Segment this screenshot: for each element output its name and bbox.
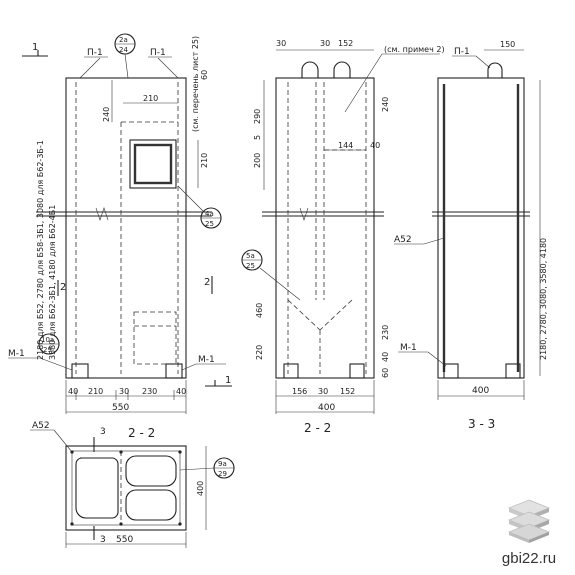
rebar-label-a52: А52 [394, 235, 412, 245]
svg-text:24: 24 [119, 46, 128, 54]
watermark: gbi22.ru [489, 496, 569, 567]
section-3-3-outline [437, 77, 525, 379]
section-2-2-view: 30 30 152 (см. примеч 2) 290 5 200 144 [241, 39, 445, 435]
section-3-3-title: 3 - 3 [468, 417, 495, 431]
svg-text:30: 30 [119, 387, 129, 396]
svg-text:9а: 9а [218, 460, 227, 468]
svg-text:152: 152 [340, 387, 355, 396]
svg-text:60: 60 [381, 368, 390, 378]
plan-rebar-dots [70, 450, 182, 526]
height-variants-1: 2180 для Б52, 2780 для Б58-3Б1, 3080 для… [36, 140, 45, 360]
svg-text:30: 30 [276, 39, 286, 48]
svg-text:4а: 4а [205, 210, 214, 218]
m1-label-left: М-1 [8, 349, 25, 359]
svg-text:29: 29 [43, 346, 52, 354]
svg-text:10а: 10а [41, 336, 54, 344]
svg-text:5а: 5а [246, 252, 255, 260]
plan-void-bottom-right [125, 489, 177, 521]
svg-text:210: 210 [200, 153, 209, 168]
svg-text:2а: 2а [119, 36, 128, 44]
svg-text:460: 460 [255, 303, 264, 318]
svg-text:240: 240 [102, 107, 111, 122]
section-3-3-view: П-1 150 А52 М-1 2180, 2780, 3080, 3580, … [394, 40, 548, 431]
svg-text:200: 200 [253, 153, 262, 168]
svg-text:152: 152 [338, 39, 353, 48]
svg-text:240: 240 [381, 97, 390, 112]
section-mark-2-right: 2 [204, 277, 210, 288]
svg-text:290: 290 [253, 109, 262, 124]
svg-text:60: 60 [200, 70, 209, 80]
svg-text:25: 25 [246, 262, 255, 270]
section-outline [275, 77, 375, 379]
svg-text:150: 150 [500, 40, 515, 49]
svg-text:230: 230 [381, 325, 390, 340]
plan-title: 2 - 2 [128, 426, 155, 440]
svg-text:25: 25 [205, 220, 214, 228]
plan-void-left [75, 457, 119, 519]
svg-text:40: 40 [370, 141, 380, 150]
overall-width-550: 550 [112, 403, 129, 413]
svg-text:29: 29 [218, 470, 227, 478]
svg-text:40: 40 [381, 352, 390, 362]
loop-label-p1-left: П-1 [87, 48, 103, 58]
svg-text:40: 40 [176, 387, 186, 396]
section-mark-1-bottom: 1 [225, 375, 231, 386]
m1-label-right: М-1 [198, 355, 215, 365]
plan-void-top-right [125, 455, 177, 487]
section-mark-3-top: 3 [100, 427, 106, 437]
height-variants-2: 3580 для Б62-3Б1, 4180 для Б62-4Б1 [48, 205, 57, 360]
watermark-site[interactable]: gbi22.ru [501, 550, 557, 567]
height-variants-side: 2180, 2780, 3080, 3580, 4180 [539, 238, 548, 360]
section-mark-2-left: 2 [60, 282, 66, 293]
section-mark-3-bottom: 3 [100, 535, 106, 545]
svg-text:220: 220 [255, 345, 264, 360]
svg-text:40: 40 [68, 387, 78, 396]
loop-label-p1-side: П-1 [454, 47, 470, 57]
svg-text:156: 156 [292, 387, 307, 396]
note-see-remark-2: (см. примеч 2) [384, 45, 445, 54]
plan-width-550: 550 [116, 535, 133, 545]
elevation-view: 1 1 П-1 П-1 2а 24 [8, 33, 232, 414]
m1-label-side: М-1 [400, 343, 417, 353]
plan-outline [65, 445, 187, 531]
opening-window [129, 139, 177, 189]
svg-text:210: 210 [88, 387, 103, 396]
loop-label-p1-right: П-1 [150, 48, 166, 58]
plan-rebar-label: А52 [32, 421, 50, 431]
list-note: (см. перечень лист 25) [191, 36, 200, 132]
plan-view: 2 - 2 3 3 А52 9а 29 400 550 [30, 421, 235, 548]
section-mark-1-top: 1 [32, 42, 38, 53]
svg-text:30: 30 [318, 387, 328, 396]
svg-text:400: 400 [196, 481, 205, 496]
svg-text:30: 30 [320, 39, 330, 48]
overall-width-400-right: 400 [472, 386, 489, 396]
svg-text:5: 5 [253, 135, 262, 140]
svg-text:144: 144 [338, 141, 353, 150]
embed-plate-right [165, 363, 183, 379]
section-2-2-title: 2 - 2 [304, 421, 331, 435]
panel-outline [65, 77, 187, 379]
embed-plate-left [71, 363, 89, 379]
svg-text:210: 210 [143, 94, 158, 103]
svg-text:230: 230 [142, 387, 157, 396]
stacked-slabs-icon [507, 499, 551, 543]
overall-width-400-mid: 400 [318, 403, 335, 413]
